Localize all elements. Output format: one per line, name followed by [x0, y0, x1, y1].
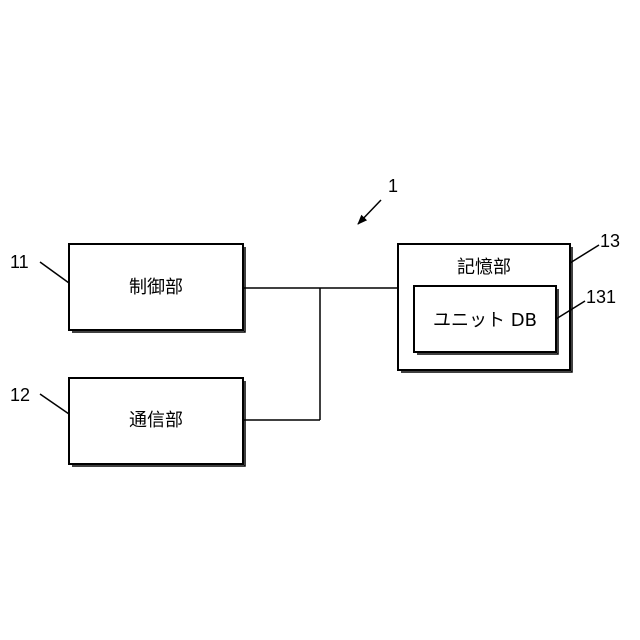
- communication-unit-block: 通信部: [69, 378, 245, 466]
- bus-connection: [243, 288, 398, 420]
- storage-unit-leader: [570, 245, 599, 263]
- system-ref-label: 1: [388, 176, 398, 196]
- control-unit-block: 制御部: [69, 244, 245, 332]
- communication-unit-ref: 12: [10, 385, 30, 405]
- storage-unit-ref: 13: [600, 231, 620, 251]
- control-unit-leader: [40, 262, 69, 283]
- control-unit-label: 制御部: [129, 277, 183, 298]
- system-ref-arrow: [358, 200, 381, 224]
- communication-unit-leader: [40, 394, 69, 414]
- unit-db-block: ユニット DB: [414, 286, 558, 354]
- control-unit-ref: 11: [10, 252, 29, 272]
- unit-db-ref: 131: [586, 287, 616, 307]
- communication-unit-label: 通信部: [129, 410, 183, 431]
- storage-unit-label: 記憶部: [457, 257, 511, 278]
- unit-db-label: ユニット DB: [433, 310, 537, 331]
